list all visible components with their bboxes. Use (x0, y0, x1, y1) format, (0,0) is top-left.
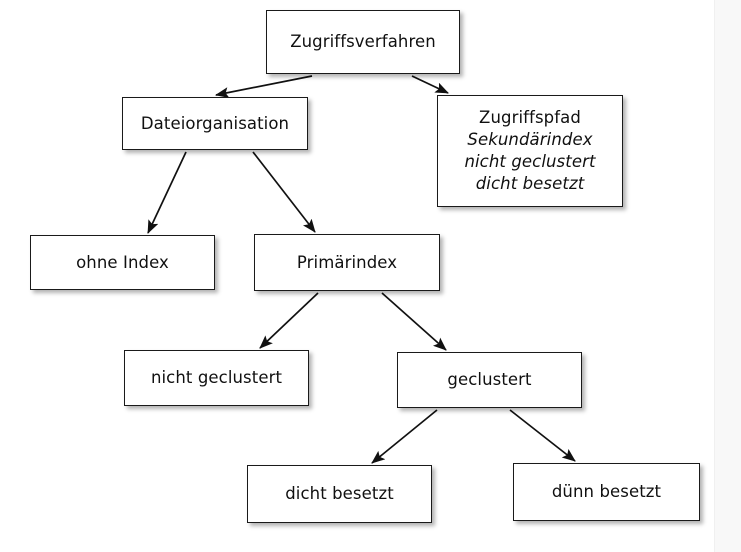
node-label: geclustert (447, 370, 532, 390)
node-label: dicht besetzt (475, 173, 585, 193)
edge-primaerindex-to-nicht-geclustert (259, 292, 319, 349)
node-dateiorganisation[interactable]: Dateiorganisation (122, 97, 308, 150)
node-label: Primärindex (296, 252, 398, 272)
edge-zugriffsverfahren-to-dateiorganisation (214, 75, 313, 98)
edge-primaerindex-to-geclustert (381, 292, 447, 351)
page-margin-edge (714, 0, 741, 552)
node-label: Sekundärindex (467, 130, 593, 150)
node-label: Dateiorganisation (140, 113, 290, 133)
node-label: Zugriffspfad (479, 108, 581, 128)
node-nicht-geclustert[interactable]: nicht geclustert (124, 350, 309, 406)
node-geclustert[interactable]: geclustert (397, 352, 582, 408)
node-ohne-index[interactable]: ohne Index (30, 235, 215, 290)
edge-geclustert-to-duenn-besetzt (509, 409, 576, 462)
edge-zugriffsverfahren-to-zugriffspfad (411, 75, 449, 94)
edge-geclustert-to-dicht-besetzt (371, 409, 438, 464)
node-primaerindex[interactable]: Primärindex (254, 234, 440, 291)
node-label: Zugriffsverfahren (290, 32, 436, 52)
node-label: dicht besetzt (285, 484, 394, 504)
node-duenn-besetzt[interactable]: dünn besetzt (513, 463, 700, 521)
edge-dateiorganisation-to-ohne-index (147, 151, 187, 234)
node-label: dünn besetzt (551, 482, 662, 502)
node-zugriffsverfahren[interactable]: Zugriffsverfahren (266, 10, 460, 74)
node-label: nicht geclustert (150, 368, 283, 388)
node-label: ohne Index (76, 252, 169, 272)
node-label: nicht geclustert (464, 152, 596, 171)
node-dicht-besetzt[interactable]: dicht besetzt (247, 465, 432, 523)
edge-dateiorganisation-to-primaerindex (252, 151, 316, 233)
